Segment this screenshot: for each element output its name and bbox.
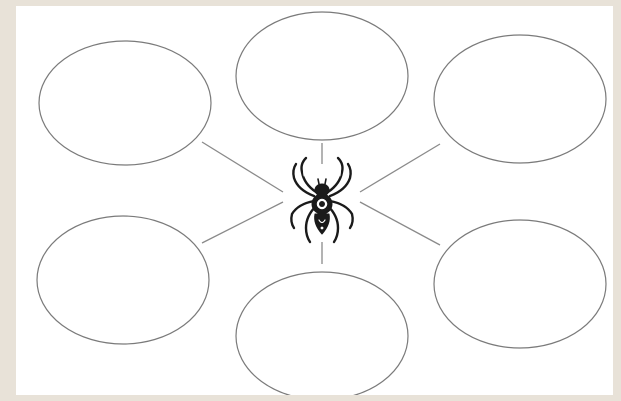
spider-web-diagram (16, 6, 613, 395)
bubble-top-left[interactable] (39, 41, 211, 165)
bubble-bottom-center[interactable] (236, 272, 408, 395)
bubble-bottom-left[interactable] (37, 216, 209, 344)
connector-bottom-left (202, 202, 283, 243)
bubble-top-right[interactable] (434, 35, 606, 163)
connector-bottom-right (360, 202, 440, 245)
spider-icon (291, 158, 352, 242)
connector-top-right (360, 144, 440, 192)
bubble-bottom-right[interactable] (434, 220, 606, 348)
organizer-page (16, 6, 613, 395)
bubble-top-center[interactable] (236, 12, 408, 140)
connector-top-left (202, 142, 283, 192)
